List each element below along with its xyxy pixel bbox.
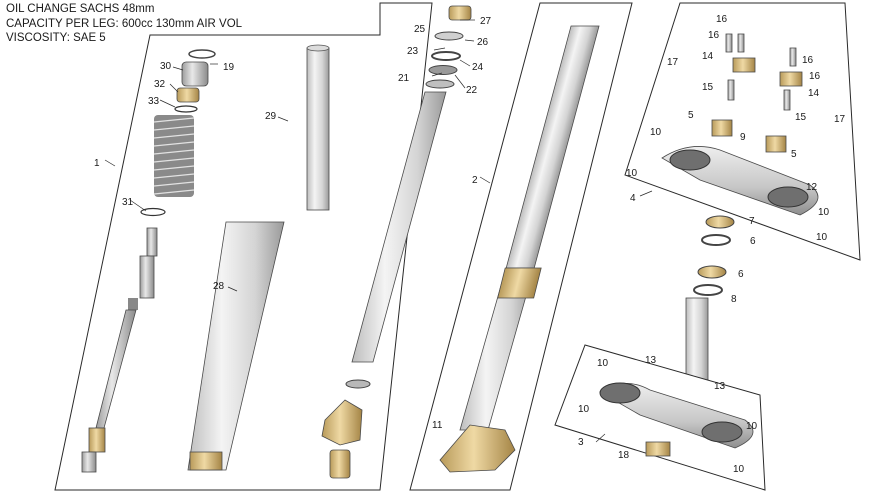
inner-tube-29	[306, 47, 330, 211]
callout-17b: 17	[834, 114, 846, 125]
callout-17a: 17	[667, 57, 679, 68]
clamp-bolts	[725, 33, 797, 111]
callout-9: 9	[740, 132, 746, 143]
clip-31	[140, 207, 166, 217]
callout-13b: 13	[714, 381, 726, 392]
callout-25: 25	[414, 24, 426, 35]
callout-4: 4	[630, 193, 636, 204]
callout-10h: 10	[733, 464, 745, 475]
callout-11: 11	[432, 420, 443, 431]
bearing-6b	[697, 265, 727, 279]
ring-33	[174, 105, 198, 113]
callout-8: 8	[731, 294, 737, 305]
callout-19: 19	[223, 62, 235, 73]
callout-28: 28	[213, 281, 225, 292]
callout-22: 22	[466, 85, 478, 96]
oil-spec-header: OIL CHANGE SACHS 48mm CAPACITY PER LEG: …	[6, 2, 242, 46]
capacity-line: CAPACITY PER LEG: 600cc 130mm AIR VOL	[6, 17, 243, 30]
callout-18: 18	[618, 450, 630, 461]
damper-cartridge	[81, 227, 158, 473]
callout-16d: 16	[809, 71, 821, 82]
callout-27: 27	[480, 16, 492, 27]
cartridge-tube	[351, 91, 447, 363]
callout-14a: 14	[702, 51, 714, 62]
callout-31: 31	[122, 197, 134, 208]
callout-16c: 16	[802, 55, 814, 66]
bottom-valve	[329, 449, 351, 479]
cap-30	[181, 61, 209, 87]
ring-8	[693, 284, 723, 296]
callout-12: 12	[806, 182, 818, 193]
top-nuts-stack	[425, 5, 472, 89]
callout-10b: 10	[626, 168, 638, 179]
bearing-7	[705, 215, 735, 229]
callout-10d: 10	[816, 232, 828, 243]
callout-32: 32	[154, 79, 166, 90]
callout-10e: 10	[597, 358, 609, 369]
rubber-pad-18	[645, 441, 671, 457]
callout-30: 30	[160, 61, 172, 72]
fork-foot	[439, 424, 516, 473]
leader-lines	[104, 19, 653, 443]
callout-33: 33	[148, 96, 160, 107]
callout-15a: 15	[702, 82, 714, 93]
callout-2: 2	[472, 175, 478, 186]
viscosity-line: VISCOSITY: SAE 5	[6, 32, 106, 44]
axle-clamp	[321, 399, 363, 446]
callout-10f: 10	[578, 404, 590, 415]
o-ring-19	[188, 49, 216, 59]
callout-26: 26	[477, 37, 489, 48]
nut-32	[176, 87, 200, 103]
fork-spring	[153, 115, 195, 197]
callout-13a: 13	[645, 355, 657, 366]
callout-16b: 16	[708, 30, 720, 41]
callout-10c: 10	[818, 207, 830, 218]
callout-3: 3	[578, 437, 584, 448]
seal-6a	[701, 234, 731, 246]
callout-14b: 14	[808, 88, 820, 99]
clamp-cap-right	[765, 135, 787, 153]
callout-16a: 16	[716, 14, 728, 25]
callout-5a: 5	[688, 110, 694, 121]
callout-15b: 15	[795, 112, 807, 123]
oil-change-line: OIL CHANGE SACHS 48mm	[6, 3, 155, 15]
callout-5b: 5	[791, 149, 797, 160]
callout-6b: 6	[738, 269, 744, 280]
callout-23: 23	[407, 46, 419, 57]
clamp-cap-left	[711, 119, 733, 137]
callout-6a: 6	[750, 236, 756, 247]
callout-7: 7	[749, 216, 755, 227]
callout-24: 24	[472, 62, 484, 73]
bottom-seal	[345, 379, 371, 389]
callout-10g: 10	[746, 421, 758, 432]
outer-tube-28	[187, 221, 285, 471]
callout-29: 29	[265, 111, 277, 122]
callout-21: 21	[398, 73, 410, 84]
callout-1: 1	[94, 158, 100, 169]
callout-10a: 10	[650, 127, 662, 138]
